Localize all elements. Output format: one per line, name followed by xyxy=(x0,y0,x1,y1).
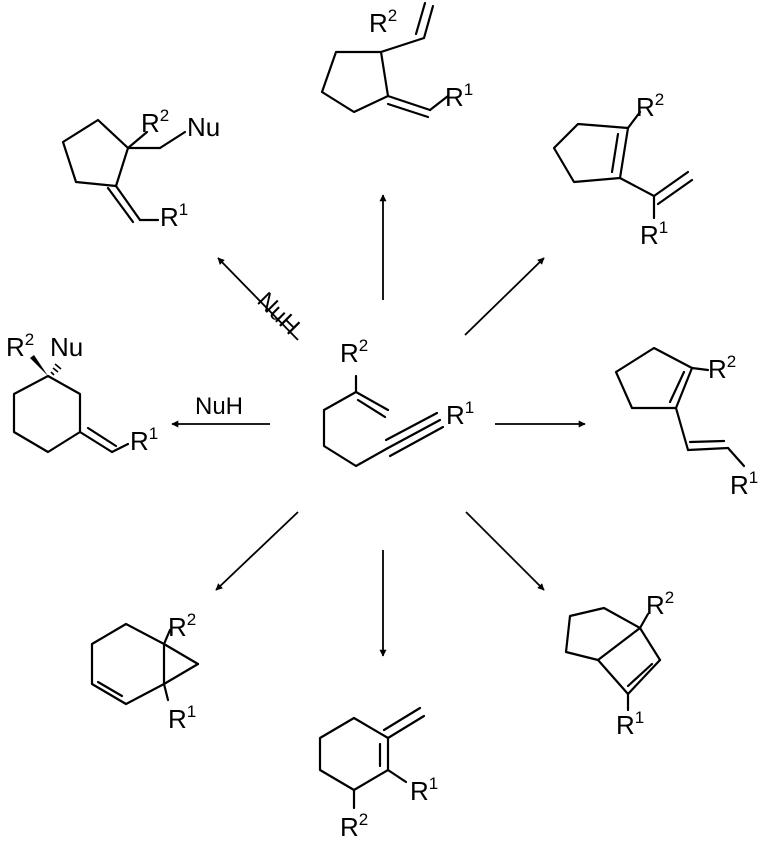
product-left: R2 Nu R1 xyxy=(6,330,158,456)
substrate-r1-label: R1 xyxy=(446,398,474,430)
enyne-substrate: R2 R1 xyxy=(322,336,474,468)
bottom-left-r2-label: R2 xyxy=(168,610,196,642)
top-left-nu-label: Nu xyxy=(187,112,220,142)
arrow-down-left xyxy=(215,511,299,591)
left-r1-label: R1 xyxy=(130,424,158,456)
product-top: R2 R1 xyxy=(320,1,473,119)
top-r1-label: R1 xyxy=(445,80,473,112)
substrate-r2-label: R2 xyxy=(340,336,368,368)
top-left-r1-label: R1 xyxy=(160,200,188,232)
top-left-r2-label: R2 xyxy=(141,106,169,138)
bottom-r1-label: R1 xyxy=(410,774,438,806)
reaction-arrows: NuH NuH xyxy=(171,194,586,657)
arrow-up-right xyxy=(464,257,545,336)
product-bottom: R1 R2 xyxy=(318,706,438,842)
bottom-right-r1-label: R1 xyxy=(616,708,644,740)
top-r2-label: R2 xyxy=(369,6,397,38)
product-bottom-left: R2 R1 xyxy=(90,610,200,734)
bottom-right-r2-label: R2 xyxy=(646,588,674,620)
arrow-up-left xyxy=(217,257,299,341)
product-top-right: R2 R1 xyxy=(552,90,694,250)
product-right: R2 R1 xyxy=(614,346,758,500)
right-r2-label: R2 xyxy=(708,352,736,384)
arrow-down-right xyxy=(465,511,545,591)
top-right-r1-label: R1 xyxy=(640,218,668,250)
left-nu-label: Nu xyxy=(50,332,83,362)
left-r2-label: R2 xyxy=(6,330,34,362)
bottom-r2-label: R2 xyxy=(340,810,368,842)
product-bottom-right: R2 R1 xyxy=(564,588,674,740)
reagent-label-up-left: NuH xyxy=(252,287,305,340)
right-r1-label: R1 xyxy=(730,468,758,500)
top-right-r2-label: R2 xyxy=(636,90,664,122)
bottom-left-r1-label: R1 xyxy=(168,702,196,734)
product-top-left: R2 Nu R1 xyxy=(61,106,220,232)
reagent-label-left: NuH xyxy=(195,393,243,420)
